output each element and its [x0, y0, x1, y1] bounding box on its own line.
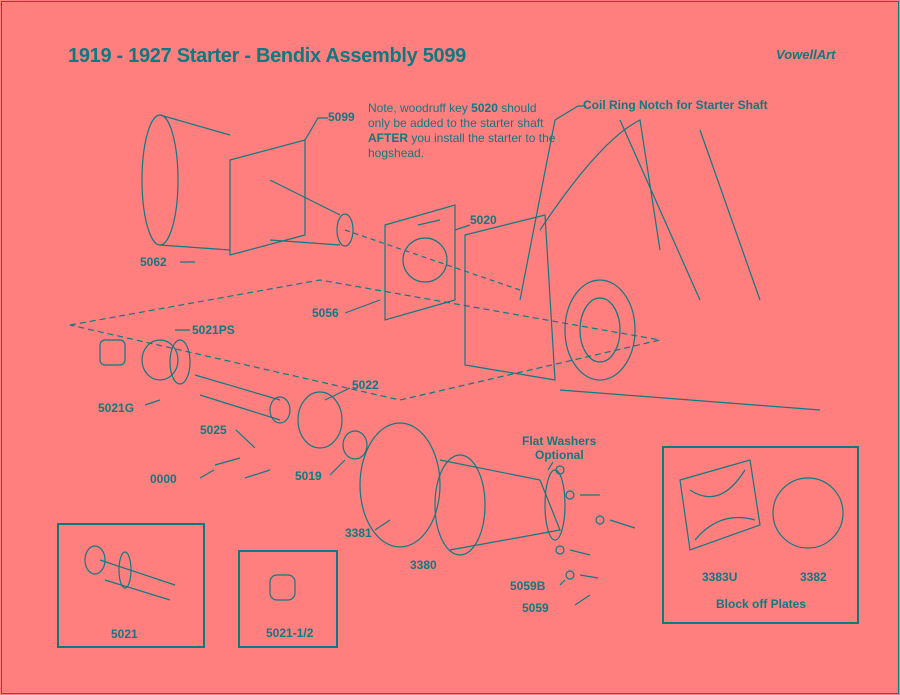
callout-5021ps: 5021PS	[192, 323, 235, 337]
callout-5021g: 5021G	[98, 401, 135, 415]
page-title: 1919 - 1927 Starter - Bendix Assembly 50…	[68, 45, 466, 67]
callout-0000: 0000	[150, 472, 177, 486]
callout-5021: 5021	[111, 627, 138, 641]
callout-5020: 5020	[470, 213, 497, 227]
callout-coil-ring-notch: Coil Ring Notch for Starter Shaft	[583, 98, 768, 112]
callout-3380: 3380	[410, 558, 437, 572]
callout-optional: Optional	[535, 448, 584, 462]
inset-5021-half: 5021-1/2	[238, 550, 338, 648]
block-off-plates-label: Block off Plates	[716, 597, 807, 611]
callout-5025: 5025	[200, 423, 227, 437]
callout-flat-washers: Flat Washers	[522, 434, 597, 448]
callout-5021-half: 5021-1/2	[266, 626, 314, 640]
install-note: Note, woodruff key 5020 should only be a…	[368, 101, 556, 160]
callout-5099: 5099	[328, 110, 355, 124]
callout-5059b: 5059B	[510, 579, 546, 593]
callout-3381: 3381	[345, 526, 372, 540]
inset-block-off-plates: 3383U 3382 Block off Plates	[662, 446, 859, 624]
callout-5062: 5062	[140, 255, 167, 269]
inset-5021: 5021	[57, 523, 205, 648]
callout-5059: 5059	[522, 601, 549, 615]
callout-5019: 5019	[295, 469, 322, 483]
callout-3383u: 3383U	[702, 570, 738, 584]
callout-3382: 3382	[800, 570, 827, 584]
brand-signature: VowellArt	[776, 47, 836, 62]
callout-5022: 5022	[352, 378, 379, 392]
callout-5056: 5056	[312, 306, 339, 320]
